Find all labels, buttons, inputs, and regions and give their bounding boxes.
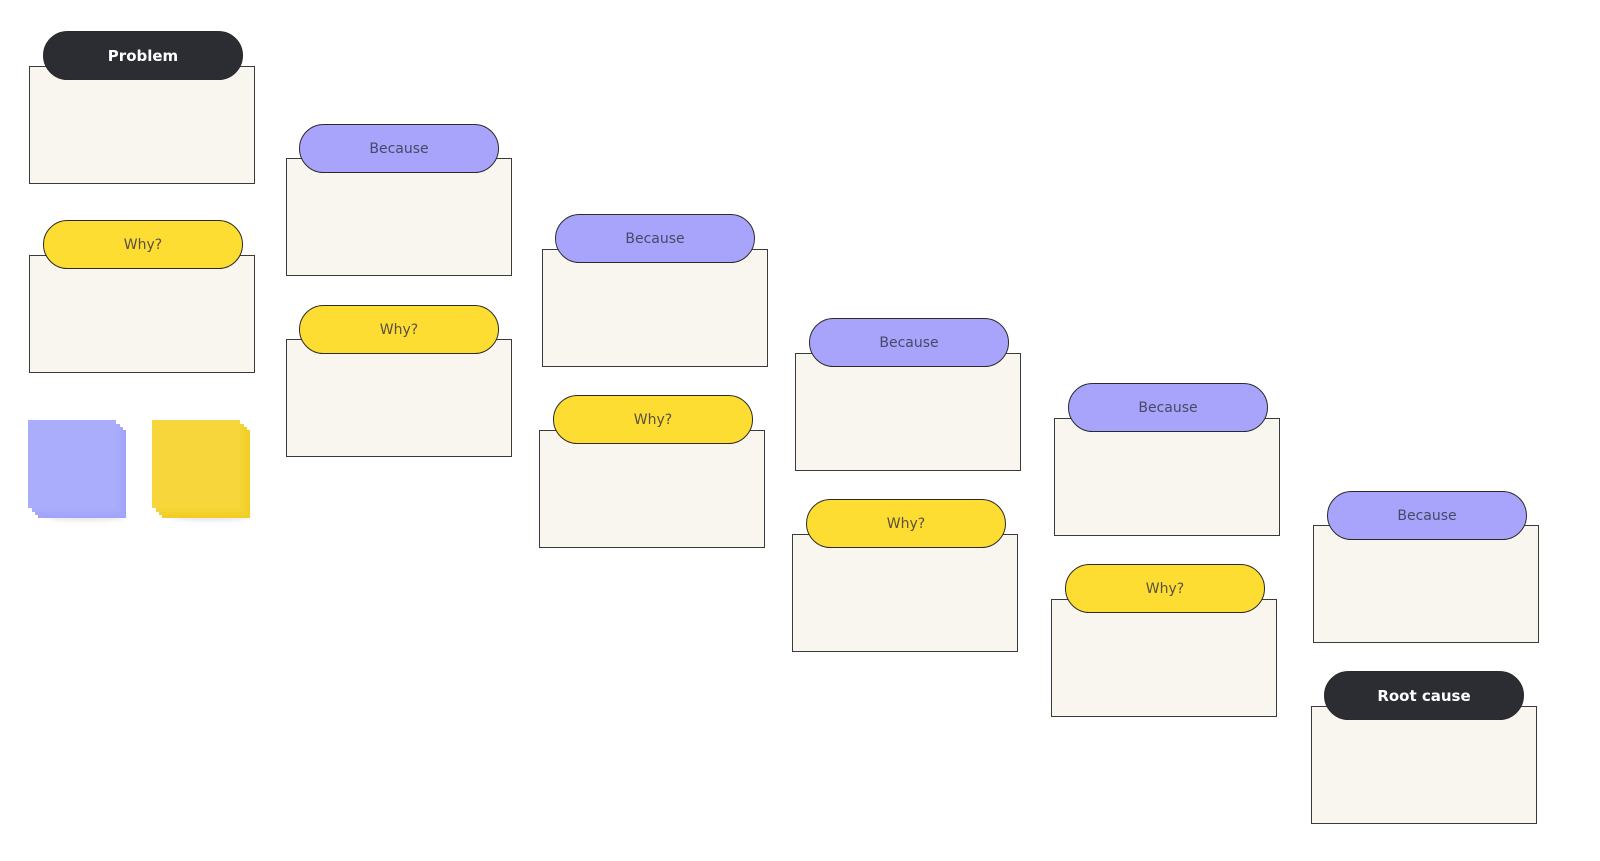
problem-card[interactable] [29,66,255,184]
because-label-4: Because [1068,383,1268,432]
why-card-2[interactable] [286,339,512,457]
because-label-2: Because [555,214,755,263]
because-label-5: Because [1327,491,1527,540]
because-card-1[interactable] [286,158,512,276]
because-card-5[interactable] [1313,525,1539,643]
why-card-4[interactable] [792,534,1018,652]
because-label-1: Because [299,124,499,173]
because-card-2[interactable] [542,249,768,367]
why-card-5[interactable] [1051,599,1277,717]
because-card-3[interactable] [795,353,1021,471]
sticky-sheet [152,420,240,508]
purple-sticky-note-stack[interactable] [28,420,128,520]
why-label-1: Why? [43,220,243,269]
root-cause-label: Root cause [1324,671,1524,720]
problem-label: Problem [43,31,243,80]
sticky-sheet [28,420,116,508]
why-label-2: Why? [299,305,499,354]
why-card-3[interactable] [539,430,765,548]
because-card-4[interactable] [1054,418,1280,536]
because-label-3: Because [809,318,1009,367]
why-label-4: Why? [806,499,1006,548]
why-label-3: Why? [553,395,753,444]
why-card-1[interactable] [29,255,255,373]
yellow-sticky-note-stack[interactable] [152,420,252,520]
why-label-5: Why? [1065,564,1265,613]
root-cause-card[interactable] [1311,706,1537,824]
